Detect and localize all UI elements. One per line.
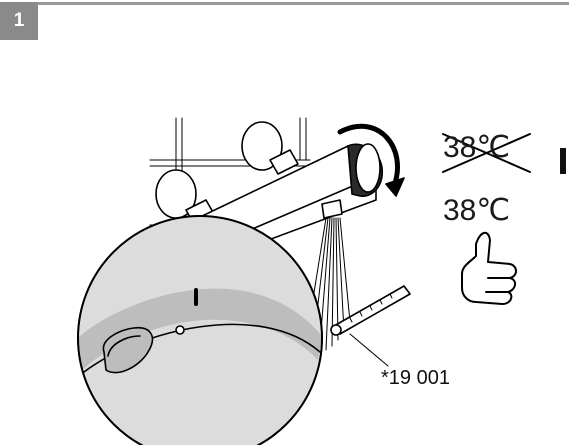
step-number-badge: 1 <box>0 2 38 40</box>
part-code-label: *19 001 <box>381 367 450 389</box>
correct-temperature-label: 38℃ <box>443 194 511 227</box>
rosette-right <box>241 121 283 171</box>
header-rule <box>0 2 569 5</box>
strike-x <box>442 133 531 173</box>
wrong-temperature-label: 38℃ <box>443 131 511 164</box>
thumbs-up-icon <box>461 231 517 305</box>
thermometer-icon <box>330 285 411 336</box>
rotation-arrow-icon <box>337 123 400 189</box>
indicator-bar <box>560 148 566 174</box>
connector-right <box>269 149 299 175</box>
magnifier-lens <box>77 215 323 445</box>
outlet <box>321 199 343 219</box>
lens-handle-cap <box>102 327 154 374</box>
callout-leader <box>349 333 389 367</box>
